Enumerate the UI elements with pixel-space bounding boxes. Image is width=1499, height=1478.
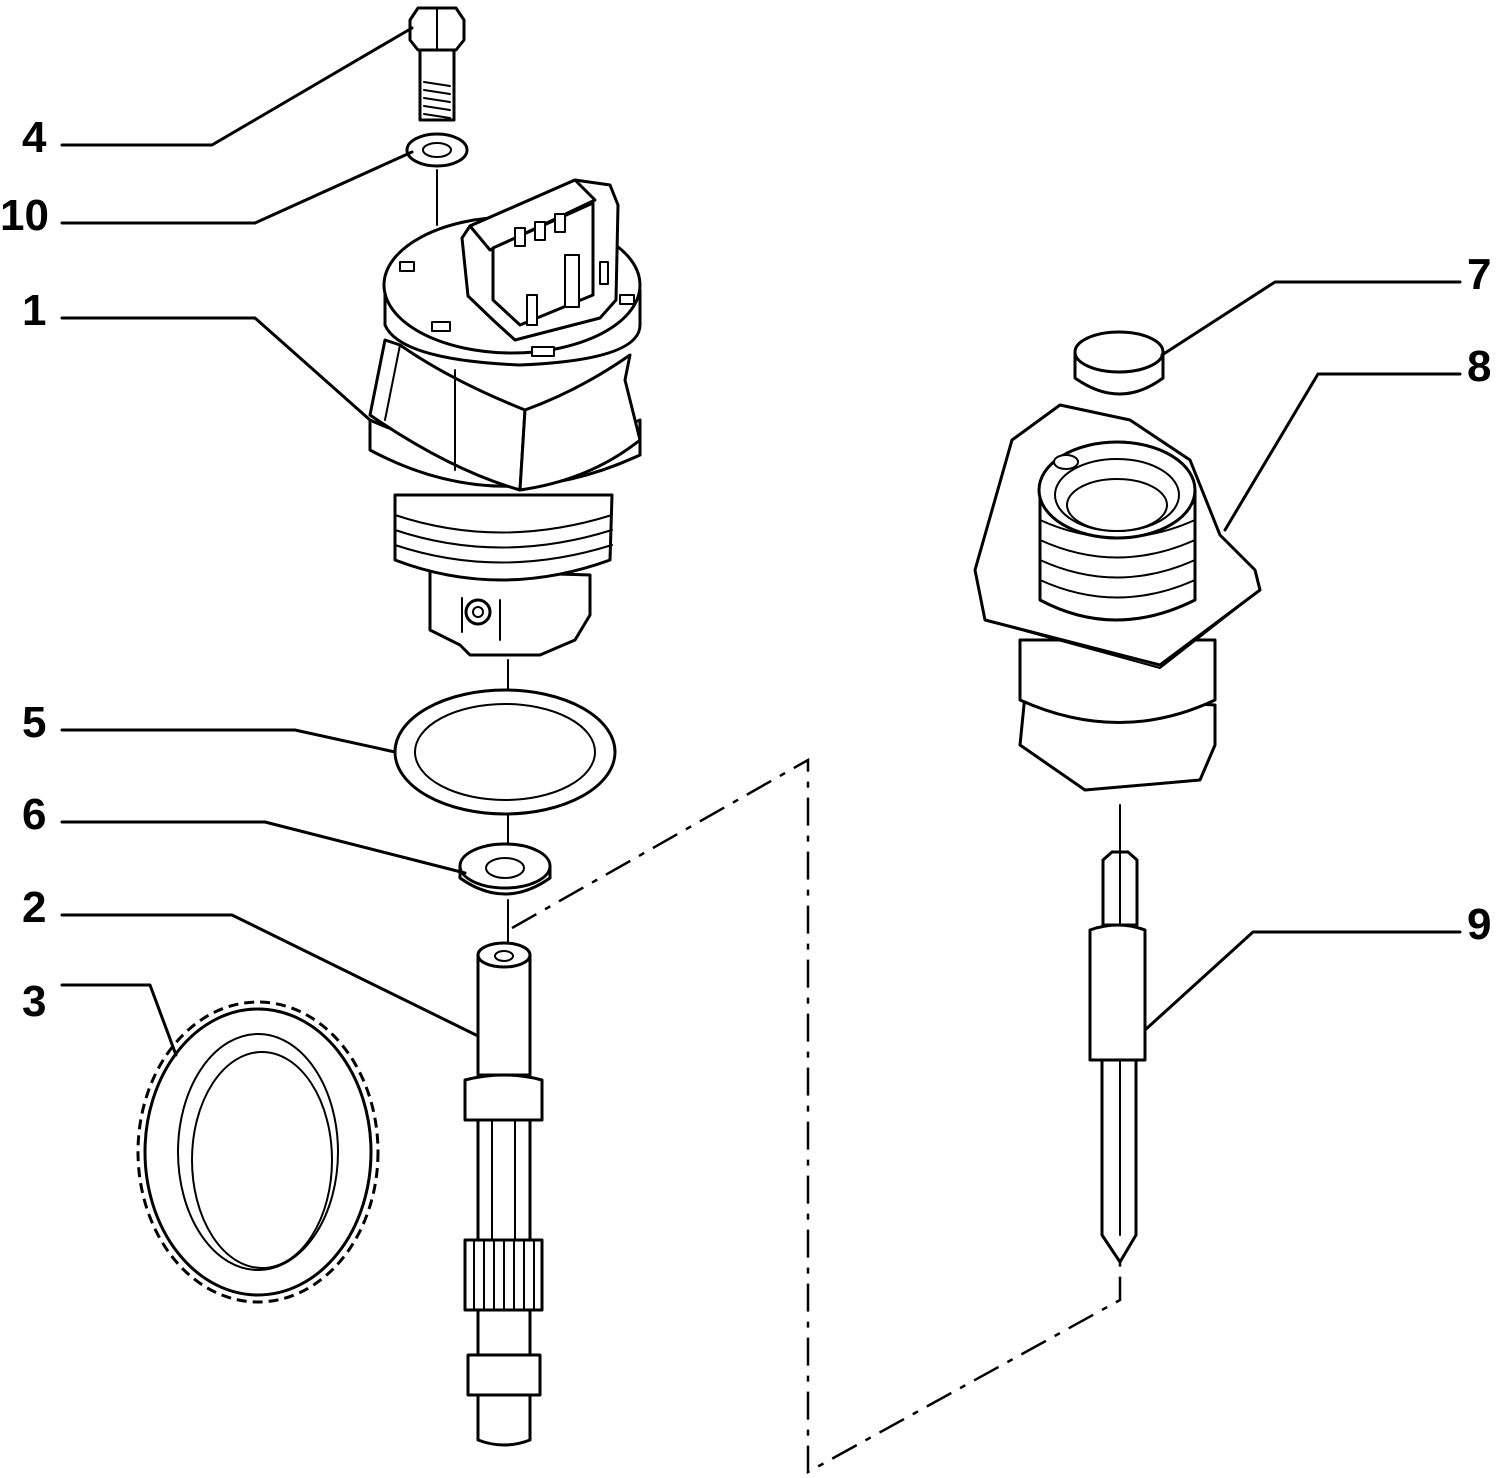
bolt-part <box>408 6 466 122</box>
callout-6: 6 <box>22 790 46 839</box>
toothed-ring-part <box>136 1000 380 1304</box>
housing-part <box>973 403 1262 792</box>
assembly-dashed-line <box>511 757 1122 1475</box>
sensor-body-part <box>368 178 642 657</box>
callout-9: 9 <box>1467 900 1491 949</box>
pin-shaft-part <box>1088 850 1147 1264</box>
callout-7: 7 <box>1467 250 1491 299</box>
cap-ring-part <box>1073 330 1165 396</box>
callout-3: 3 <box>22 977 46 1026</box>
callout-1: 1 <box>22 286 46 335</box>
callout-8: 8 <box>1467 342 1491 391</box>
callout-labels: 4 10 1 5 6 2 3 7 8 9 <box>0 113 1491 1026</box>
callout-4: 4 <box>22 113 47 162</box>
small-washer-part <box>405 132 469 168</box>
o-ring-part <box>393 688 617 816</box>
leader-lines <box>60 26 1462 1057</box>
drive-shaft-part <box>463 941 544 1447</box>
callout-5: 5 <box>22 698 46 747</box>
flat-washer-part <box>458 842 552 896</box>
callout-10: 10 <box>0 191 49 240</box>
callout-2: 2 <box>22 883 46 932</box>
